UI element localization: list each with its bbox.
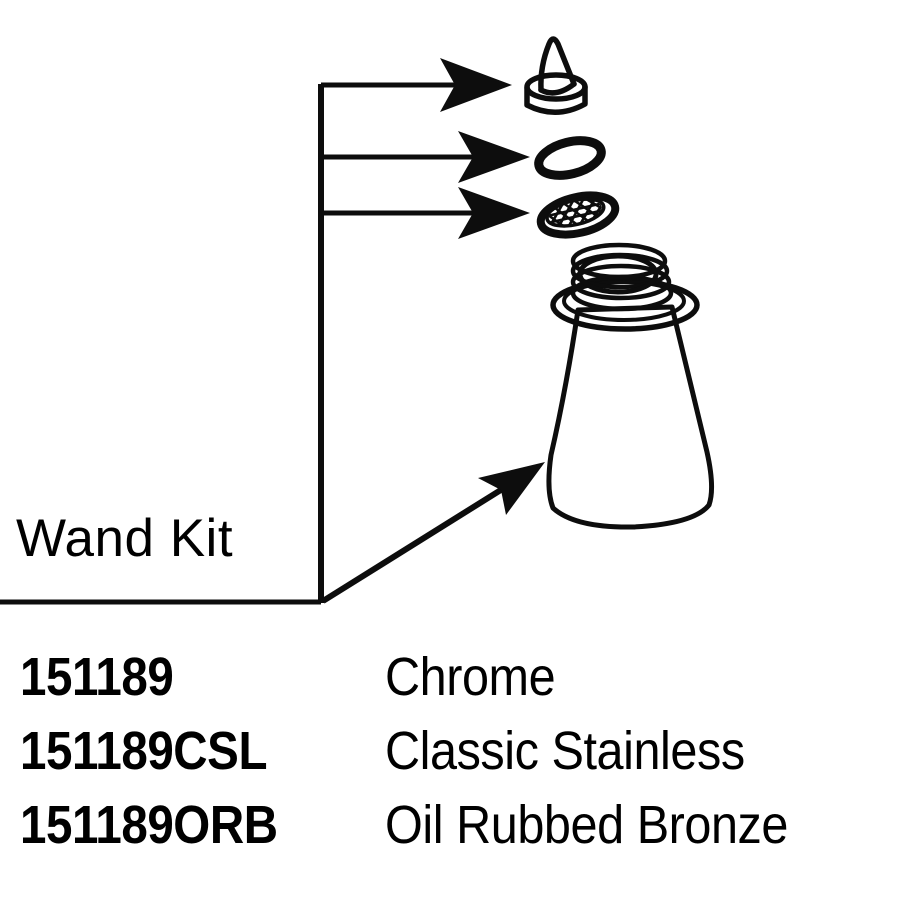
exploded-parts-illustration bbox=[0, 36, 715, 605]
wand-neck-opening bbox=[577, 253, 659, 295]
aerator-inner-rim bbox=[545, 197, 606, 228]
wand-thread-ring-3 bbox=[570, 263, 672, 301]
spray-nozzle-tip-part bbox=[524, 36, 588, 115]
part-number: 151189CSL bbox=[20, 721, 268, 781]
table-row: 151189 Chrome bbox=[0, 640, 900, 714]
part-number: 151189ORB bbox=[20, 795, 278, 855]
wand-body-outline bbox=[546, 304, 715, 530]
part-number-table: 151189 Chrome 151189CSL Classic Stainles… bbox=[0, 640, 900, 862]
aerator-outer-rim bbox=[536, 191, 620, 239]
wand-thread-ring-1 bbox=[570, 242, 668, 280]
o-ring-body bbox=[534, 136, 606, 180]
table-row: 151189ORB Oil Rubbed Bronze bbox=[0, 788, 900, 862]
wand-kit-label: Wand Kit bbox=[16, 509, 234, 568]
nozzle-collar-rim bbox=[524, 72, 588, 102]
wand-shoulder-inner bbox=[562, 280, 686, 322]
leader-lines bbox=[0, 58, 545, 605]
part-number: 151189 bbox=[20, 647, 174, 707]
part-finish: Oil Rubbed Bronze bbox=[385, 795, 788, 855]
nozzle-collar-barrel bbox=[524, 84, 588, 115]
part-finish: Chrome bbox=[385, 647, 556, 707]
wand-body-part bbox=[546, 242, 715, 530]
leader-branch-wand-body bbox=[321, 475, 522, 604]
arrowhead-wand-body bbox=[478, 462, 545, 515]
arrowhead-o-ring bbox=[458, 131, 530, 183]
aerator-screen-part bbox=[536, 191, 620, 239]
table-row: 151189CSL Classic Stainless bbox=[0, 714, 900, 788]
nozzle-cone bbox=[538, 36, 577, 93]
arrowhead-aerator bbox=[458, 187, 530, 239]
o-ring-gasket-part bbox=[534, 136, 606, 180]
part-finish: Classic Stainless bbox=[385, 721, 745, 781]
nozzle-cone-base bbox=[538, 81, 577, 96]
arrowhead-nozzle bbox=[440, 58, 512, 112]
